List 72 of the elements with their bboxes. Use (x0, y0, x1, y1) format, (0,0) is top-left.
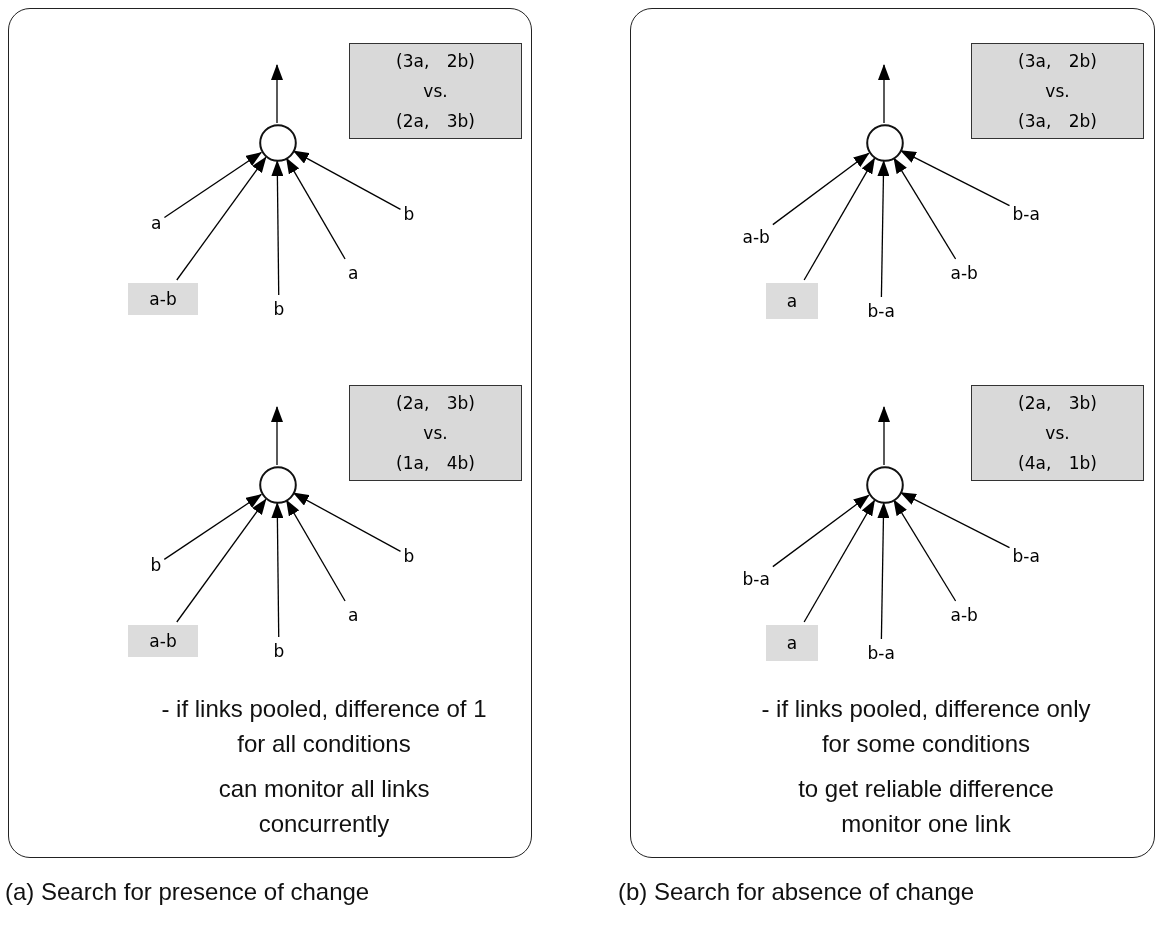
comparison-box (971, 43, 1144, 139)
comparison-text: (3a, 2b) (396, 50, 475, 73)
panel-caption: (b) Search for absence of change (618, 878, 975, 906)
note-text: to get reliable difference monitor one link (797, 774, 1055, 839)
comparison-text: (4a, 1b) (1018, 452, 1097, 475)
arrow (163, 493, 263, 561)
input-label: b (273, 640, 285, 662)
input-label: b-a (1012, 545, 1040, 567)
comparison-text: (2a, 3b) (1018, 392, 1097, 415)
input-label: a (151, 212, 162, 234)
arrow (877, 502, 890, 640)
comparison-text: vs. (423, 422, 448, 445)
arrow (772, 152, 870, 226)
highlighted-label: a (766, 625, 818, 661)
comparison-text: (1a, 4b) (396, 452, 475, 475)
input-label: a-b (950, 604, 978, 626)
input-label: b (150, 554, 162, 576)
input-label: b (273, 298, 285, 320)
arrow (900, 491, 1011, 549)
panel-card (630, 8, 1155, 858)
arrow (877, 160, 890, 298)
arrow (176, 156, 267, 281)
input-label: a-b (742, 226, 770, 248)
input-label: b-a (867, 300, 895, 322)
arrow (900, 149, 1011, 207)
comparison-text: vs. (1045, 80, 1070, 103)
input-label: b-a (867, 642, 895, 664)
node-circle (866, 124, 904, 162)
comparison-text: (3a, 2b) (1018, 110, 1097, 133)
comparison-text: (3a, 2b) (1018, 50, 1097, 73)
note-text: can monitor all links concurrently (217, 774, 431, 839)
arrow (292, 150, 402, 211)
panel-card (8, 8, 532, 858)
input-label: b-a (742, 568, 770, 590)
arrow (271, 406, 283, 466)
arrow (893, 157, 957, 260)
arrow (772, 494, 870, 568)
input-label: a (348, 604, 359, 626)
input-label: b (403, 545, 415, 567)
highlighted-label: a-b (128, 283, 198, 315)
comparison-box (349, 43, 522, 139)
node-circle (866, 466, 904, 504)
input-label: a-b (950, 262, 978, 284)
arrow (878, 64, 890, 124)
comparison-box (349, 385, 522, 481)
arrow (893, 499, 957, 602)
arrow (176, 498, 267, 623)
note-text: - if links pooled, difference of 1 for all conditions (160, 694, 488, 759)
comparison-text: (2a, 3b) (396, 110, 475, 133)
note-text: - if links pooled, difference only for some conditions (761, 694, 1091, 759)
input-label: b (403, 203, 415, 225)
arrow (271, 502, 284, 638)
input-label: b-a (1012, 203, 1040, 225)
node-circle (259, 124, 297, 162)
panel-caption: (a) Search for presence of change (5, 878, 370, 906)
highlighted-label: a (766, 283, 818, 319)
highlighted-label: a-b (128, 625, 198, 657)
input-label: a (348, 262, 359, 284)
arrow (285, 499, 346, 602)
arrow (803, 157, 876, 281)
arrow (271, 64, 283, 124)
comparison-text: vs. (1045, 422, 1070, 445)
arrow (878, 406, 890, 466)
arrow (292, 492, 402, 553)
comparison-text: (2a, 3b) (396, 392, 475, 415)
arrow (271, 160, 284, 296)
node-circle (259, 466, 297, 504)
comparison-text: vs. (423, 80, 448, 103)
comparison-box (971, 385, 1144, 481)
arrow (163, 151, 263, 219)
arrow (285, 157, 346, 260)
arrow (803, 499, 876, 623)
